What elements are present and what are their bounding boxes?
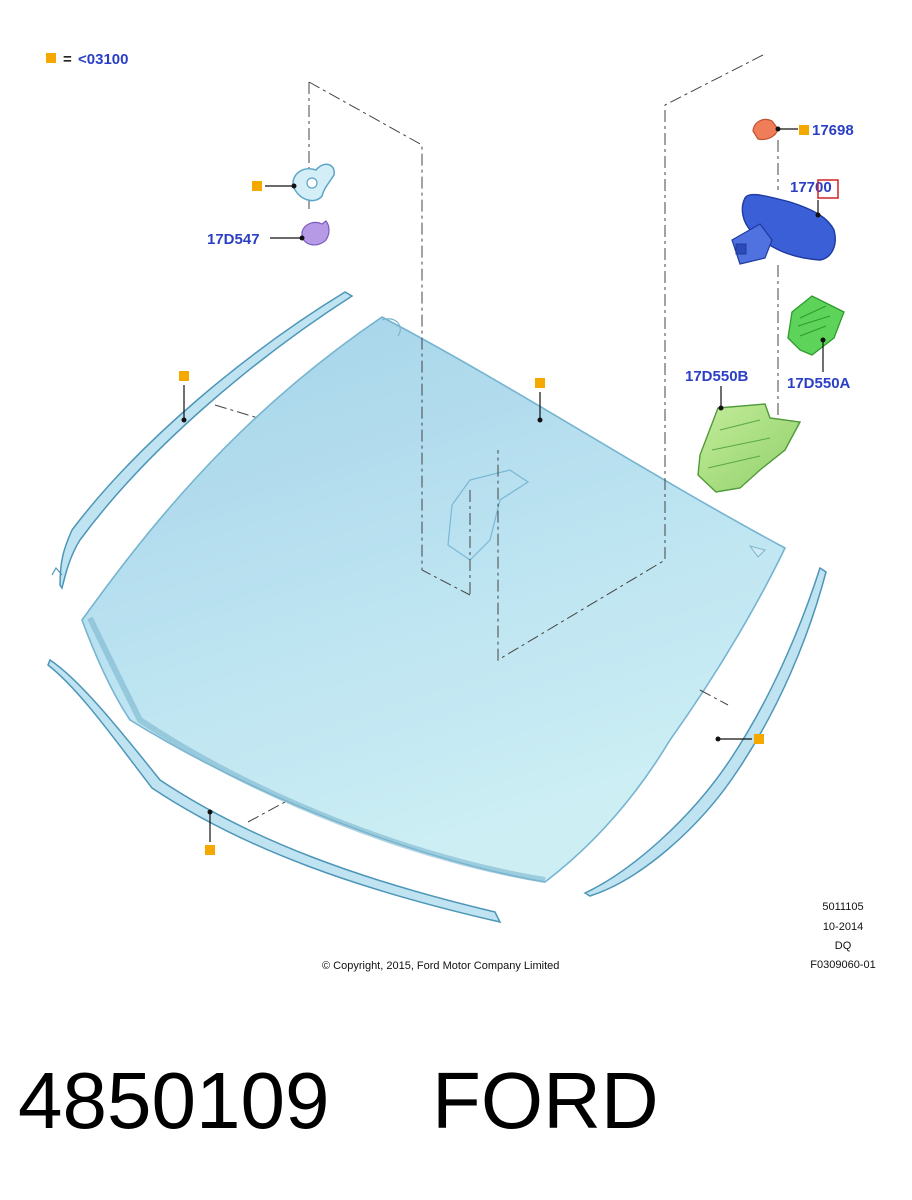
- part-17D547: [301, 220, 330, 246]
- part-17698-sensor: [752, 118, 779, 141]
- callout-17700: 17700: [790, 179, 832, 196]
- highlight-box: [817, 179, 839, 199]
- right-pillar-moulding: [583, 566, 827, 897]
- part-17700-mirror: [731, 193, 836, 265]
- callout-17D550A: 17D550A: [787, 375, 851, 392]
- marker-right-moulding: [754, 734, 764, 744]
- callout-17698: 17698: [812, 122, 854, 139]
- legend-marker: [46, 53, 56, 63]
- left-pillar-moulding: [51, 291, 354, 590]
- marker-17698: [799, 125, 809, 135]
- marker-lower-moulding: [205, 845, 215, 855]
- marker-left-moulding: [179, 371, 189, 381]
- lower-moulding: [47, 658, 502, 924]
- part-17D550B-cover: [697, 403, 802, 493]
- windshield-glass: [81, 316, 787, 883]
- drawing-date: 10-2014: [823, 921, 863, 933]
- marker-clip: [252, 181, 262, 191]
- legend-equals: =: [63, 51, 72, 68]
- reference-lines: [214, 54, 779, 823]
- clip-part: [292, 163, 335, 202]
- brand-name: FORD: [432, 1056, 659, 1145]
- callout-17D550B: 17D550B: [685, 368, 749, 385]
- marker-glass: [535, 378, 545, 388]
- drawing-ref: F0309060-01: [810, 959, 875, 971]
- part-17D550A-cover: [787, 295, 845, 356]
- callout-17D547: 17D547: [207, 231, 260, 248]
- copyright: © Copyright, 2015, Ford Motor Company Li…: [322, 960, 559, 972]
- drawing-code: DQ: [835, 940, 852, 952]
- part-number: 4850109: [18, 1056, 329, 1145]
- legend-code: <03100: [78, 51, 128, 68]
- drawing-id: 5011105: [822, 901, 863, 913]
